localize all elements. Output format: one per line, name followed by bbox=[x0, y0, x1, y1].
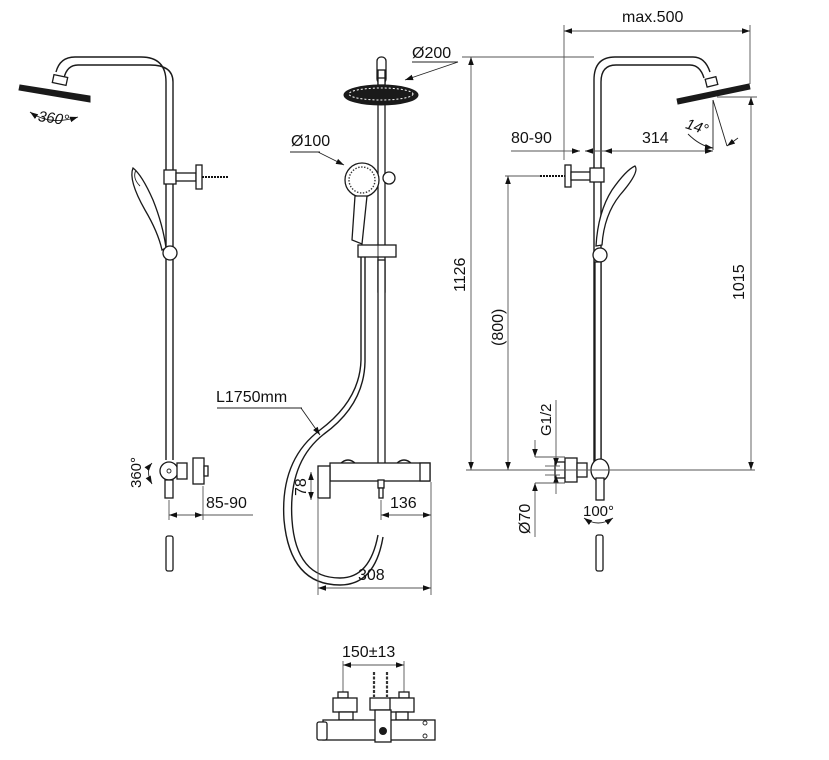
riser-pipe-right bbox=[593, 56, 711, 465]
inlet-to-bracket-label: (800) bbox=[490, 309, 507, 346]
head-rotation-label: 360° bbox=[37, 108, 70, 129]
overhead-diameter-label: Ø200 bbox=[412, 45, 451, 62]
handle-rotation-icon bbox=[583, 517, 614, 526]
hand-diameter-leader bbox=[317, 151, 345, 166]
hand-shower-right-icon bbox=[595, 165, 637, 247]
thermostatic-mixer-front bbox=[317, 459, 431, 499]
slider-knob bbox=[162, 245, 178, 261]
mixer-height-label: 78 bbox=[293, 478, 310, 496]
total-height-label: 1126 bbox=[452, 257, 469, 292]
overhead-shower-icon bbox=[18, 73, 91, 103]
mixer-rotation-label: 360° bbox=[128, 457, 145, 488]
arm-reach-label: max.500 bbox=[622, 9, 683, 26]
mixer-width-label: 308 bbox=[358, 567, 385, 584]
hose bbox=[282, 257, 384, 586]
hose-leader bbox=[300, 407, 321, 436]
mixer-rotation-icon bbox=[144, 462, 153, 485]
hand-diameter-label: Ø100 bbox=[291, 133, 330, 150]
hand-shower-front-icon bbox=[344, 162, 396, 245]
head-offset-label: 314 bbox=[642, 130, 669, 147]
overhead-shower-front-icon bbox=[343, 77, 419, 106]
hand-shower-icon bbox=[131, 166, 167, 251]
escutcheon-label: Ø70 bbox=[517, 504, 534, 534]
head-tilt-label: 14° bbox=[683, 116, 710, 139]
front-view: Ø200 Ø100 L1750mm 78 bbox=[216, 45, 459, 595]
outlet-offset-label: 136 bbox=[390, 495, 417, 512]
side-view-left: 360° 360° 85-90 bbox=[18, 56, 253, 572]
tilt-arrow-icon bbox=[726, 137, 739, 147]
mixer-side bbox=[159, 457, 209, 572]
slider-front bbox=[357, 244, 397, 258]
hose-length-label: L1750mm bbox=[216, 389, 287, 406]
rotation-arrow-icon bbox=[29, 111, 79, 123]
wall-offset-label: 85-90 bbox=[206, 495, 247, 512]
wall-bracket bbox=[163, 164, 228, 190]
inlet-centers-label: 150±13 bbox=[342, 644, 395, 661]
inlet-to-head-label: 1015 bbox=[731, 264, 748, 300]
handle-rotation-label: 100° bbox=[583, 503, 614, 520]
riser-pipe bbox=[55, 56, 174, 460]
wall-bracket-right bbox=[540, 164, 605, 188]
top-view-mixer: 150±13 bbox=[316, 644, 436, 743]
overhead-shower-right-icon bbox=[676, 75, 751, 105]
bracket-offset-label: 80-90 bbox=[511, 130, 552, 147]
side-view-right: max.500 14° 80-90 314 bbox=[452, 9, 757, 572]
overhead-diameter-leader bbox=[404, 61, 459, 81]
thread-label: G1/2 bbox=[538, 403, 555, 436]
sliding-rail bbox=[594, 261, 602, 463]
